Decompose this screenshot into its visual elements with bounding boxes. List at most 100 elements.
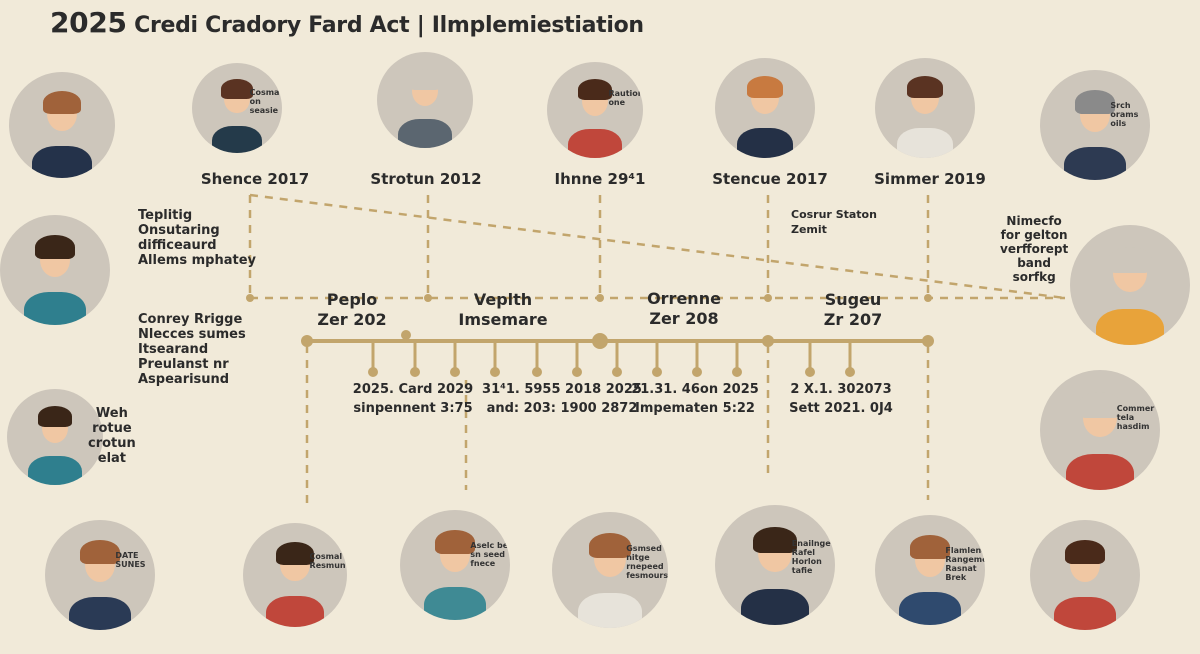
circle-label-line: SUNES	[115, 559, 146, 569]
figure-body	[32, 146, 92, 178]
figure-body	[211, 126, 263, 153]
circle-label-line: hasdim	[1116, 421, 1150, 431]
circle-label-line: Commer tela	[1116, 403, 1155, 422]
figure-body	[28, 456, 82, 485]
circle-label-line: Srch	[1110, 100, 1131, 110]
tick-dot	[572, 367, 582, 377]
circle-label-line: Brek	[945, 572, 967, 582]
figure-body	[1064, 147, 1126, 180]
circle-label-line: sn seed	[470, 549, 505, 559]
figure-body	[1054, 597, 1116, 630]
figure-hair	[747, 76, 783, 98]
title-year: 2025	[50, 6, 127, 39]
circle-label-line: Gsmsed	[626, 544, 662, 554]
circle-label-line: Rasnat	[945, 563, 977, 573]
figure-hair	[42, 91, 82, 115]
figure-hair	[577, 79, 613, 101]
tick-dot	[652, 367, 662, 377]
tick-dot	[450, 367, 460, 377]
portrait-top-1	[9, 72, 115, 178]
circle-label: FlamleneyRangemelRasnatBrek	[945, 546, 985, 582]
figure-body	[424, 587, 486, 620]
portrait-top-4: Rautionsone	[547, 62, 643, 158]
circle-label-line: one	[608, 97, 626, 107]
circle-label-line: nitge	[626, 553, 650, 563]
circle-label-line: oils	[1110, 118, 1127, 128]
figure-body	[897, 128, 953, 158]
caption-3: Ihnne 29⁴1	[554, 170, 646, 188]
figure-body	[899, 592, 961, 625]
figure-hair	[435, 529, 475, 554]
figure-hair	[276, 541, 314, 565]
circle-label-line: Resmun	[309, 561, 346, 571]
portrait-bottom-5: FlamleneyRangemelRasnatBrek	[875, 515, 985, 625]
portrait-left-1	[0, 215, 110, 325]
tick-dot	[490, 367, 500, 377]
caption-1: Shence 2017	[200, 170, 310, 188]
figure-hair	[37, 406, 73, 428]
illustration-top-3	[377, 52, 473, 148]
figure-body	[24, 292, 86, 325]
circle-label-line: fnece	[470, 558, 496, 568]
caption-5: Simmer 2019	[874, 170, 986, 188]
figure-hair	[1065, 539, 1105, 564]
dashed-connectors	[249, 193, 1066, 300]
circle-label-line: Cosmal	[309, 552, 343, 562]
tick-dot	[410, 367, 420, 377]
figure-hair	[753, 526, 797, 553]
illustration-right-1	[1070, 225, 1190, 345]
circle-label-line: Rafel	[791, 547, 816, 557]
circle-label-line: Aselc be	[470, 540, 509, 550]
circle-label: Rautionsone	[608, 89, 643, 107]
figure-hair	[35, 234, 75, 259]
circle-label-line: Flamleney	[945, 545, 985, 555]
tick-dot	[612, 367, 622, 377]
circle-label-line: Horlon	[791, 556, 822, 566]
circle-label-line: orams	[1110, 109, 1139, 119]
tick-dot	[532, 367, 542, 377]
tick-dot	[692, 367, 702, 377]
figure-body	[737, 128, 793, 158]
figure-hair	[80, 539, 120, 564]
portrait-top-5	[715, 58, 815, 158]
circle-label-line: Enailnge	[791, 538, 831, 548]
figure-hair	[1078, 391, 1122, 418]
infographic-title: 2025 Credi Cradory Fard Act | Ilmplemies…	[50, 6, 644, 39]
tick-dot	[805, 367, 815, 377]
tick-dot	[845, 367, 855, 377]
circle-label-line: tafie	[791, 565, 813, 575]
portrait-left-2	[7, 389, 103, 485]
figure-hair	[589, 532, 631, 559]
circle-label-line: Rangemel	[945, 554, 985, 564]
circle-label-line: Rautions	[608, 88, 643, 98]
figure-hair	[910, 534, 950, 559]
figure-body	[69, 597, 131, 630]
circle-label-line: Cosmal	[249, 88, 282, 98]
figure-hair	[1075, 89, 1115, 114]
